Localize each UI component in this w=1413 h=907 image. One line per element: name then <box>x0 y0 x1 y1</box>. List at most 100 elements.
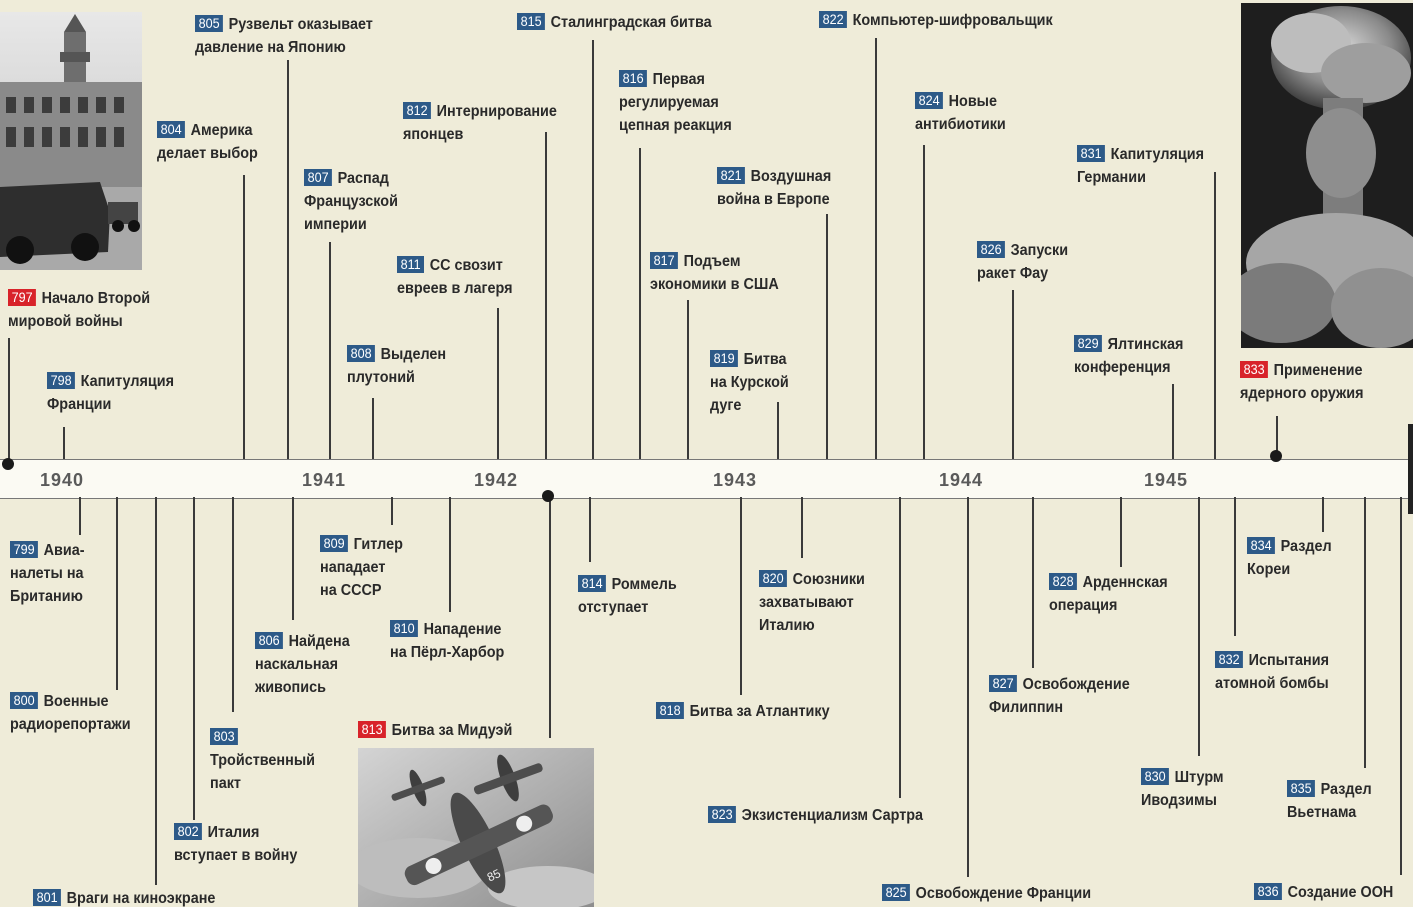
event-title: Первая регулируемая цепная реакция <box>619 71 732 134</box>
event-connector-line <box>63 427 65 459</box>
event-title: Раздел Кореи <box>1247 538 1332 578</box>
event-number-badge: 799 <box>10 541 39 558</box>
event-number-badge: 797 <box>8 289 37 306</box>
event-connector-line <box>687 300 689 459</box>
event-title: Америка делает выбор <box>157 122 258 162</box>
event-number-badge: 818 <box>656 702 685 719</box>
event-number-badge: 800 <box>10 692 39 709</box>
event-number-badge: 834 <box>1247 537 1276 554</box>
event-connector-line <box>8 338 10 459</box>
event-connector-line <box>232 497 234 712</box>
year-label-1944: 1944 <box>939 470 984 490</box>
event-connector-line <box>391 497 393 525</box>
event-title: Подъем экономики в США <box>650 253 779 293</box>
event-number-badge: 804 <box>157 121 186 138</box>
event-title: Интернирование японцев <box>403 103 557 143</box>
event-title: Штурм Иводзимы <box>1141 769 1224 809</box>
event-title: Враги на киноэкране <box>66 890 216 907</box>
event-connector-line <box>1012 290 1014 459</box>
event-title: Найдена наскальная живопись <box>255 633 350 696</box>
event-title: Освобождение Франции <box>915 885 1092 902</box>
event-number-badge: 813 <box>358 721 387 738</box>
event-title: Битва за Мидуэй <box>391 722 513 739</box>
event-number-badge: 812 <box>403 102 432 119</box>
event-number-badge: 819 <box>710 350 739 367</box>
event-connector-line <box>1322 497 1324 532</box>
event-connector-line <box>1120 497 1122 567</box>
event-title: Испытания атомной бомбы <box>1215 652 1329 692</box>
event-connector-line <box>549 497 551 738</box>
event-number-badge: 817 <box>650 252 679 269</box>
event-title: Роммель отступает <box>578 576 677 616</box>
year-label-1940: 1940 <box>40 470 85 490</box>
event-number-badge: 801 <box>33 889 62 906</box>
event-number-badge: 831 <box>1077 145 1106 162</box>
event-connector-line <box>1198 497 1200 756</box>
event-number-badge: 816 <box>619 70 648 87</box>
event-title: Распад Французской империи <box>304 170 398 233</box>
event-connector-line <box>967 497 969 877</box>
event-title: Военные радиорепортажи <box>10 693 131 733</box>
event-title: Освобождение Филиппин <box>989 676 1130 716</box>
event-title: Раздел Вьетнама <box>1287 781 1372 821</box>
event-number-badge: 829 <box>1074 335 1103 352</box>
event-title: Битва на Курской дуге <box>710 351 789 414</box>
event-connector-line <box>1400 497 1402 875</box>
event-number-badge: 825 <box>882 884 911 901</box>
event-title: Новые антибиотики <box>915 93 1006 133</box>
event-connector-line <box>639 148 641 459</box>
event-title: Нападение на Пёрл-Харбор <box>390 621 505 661</box>
event-connector-line <box>243 175 245 459</box>
event-connector-line <box>287 60 289 459</box>
timeline-key-dot <box>1270 450 1282 462</box>
nuclear-mushroom-cloud-photo <box>1241 3 1413 348</box>
event-connector-line <box>545 132 547 459</box>
event-number-badge: 802 <box>174 823 203 840</box>
svg-text:85: 85 <box>485 866 503 884</box>
event-title: Ялтинская конференция <box>1074 336 1184 376</box>
event-number-badge: 806 <box>255 632 284 649</box>
event-number-badge: 824 <box>915 92 944 109</box>
timeline-key-dot <box>2 458 14 470</box>
event-connector-line <box>497 308 499 459</box>
timeline-event-803: 803 Тройственный пакт <box>210 726 315 795</box>
event-connector-line <box>1032 497 1034 668</box>
berlin-street-photo <box>0 12 142 270</box>
event-connector-line <box>899 497 901 798</box>
event-title: Арденнская операция <box>1049 574 1168 614</box>
event-title: Применение ядерного оружия <box>1240 362 1364 402</box>
event-title: Выделен плутоний <box>347 346 447 386</box>
event-title: СС свозит евреев в лагеря <box>397 257 513 297</box>
event-connector-line <box>79 497 81 535</box>
event-title: Запуски ракет Фау <box>977 242 1069 282</box>
event-number-badge: 821 <box>717 167 746 184</box>
event-connector-line <box>1172 384 1174 459</box>
event-number-badge: 814 <box>578 575 607 592</box>
event-connector-line <box>589 497 591 562</box>
event-number-badge: 830 <box>1141 768 1170 785</box>
event-connector-line <box>826 214 828 459</box>
event-title: Рузвельт оказывает давление на Японию <box>195 16 373 56</box>
event-number-badge: 826 <box>977 241 1006 258</box>
event-connector-line <box>592 40 594 459</box>
